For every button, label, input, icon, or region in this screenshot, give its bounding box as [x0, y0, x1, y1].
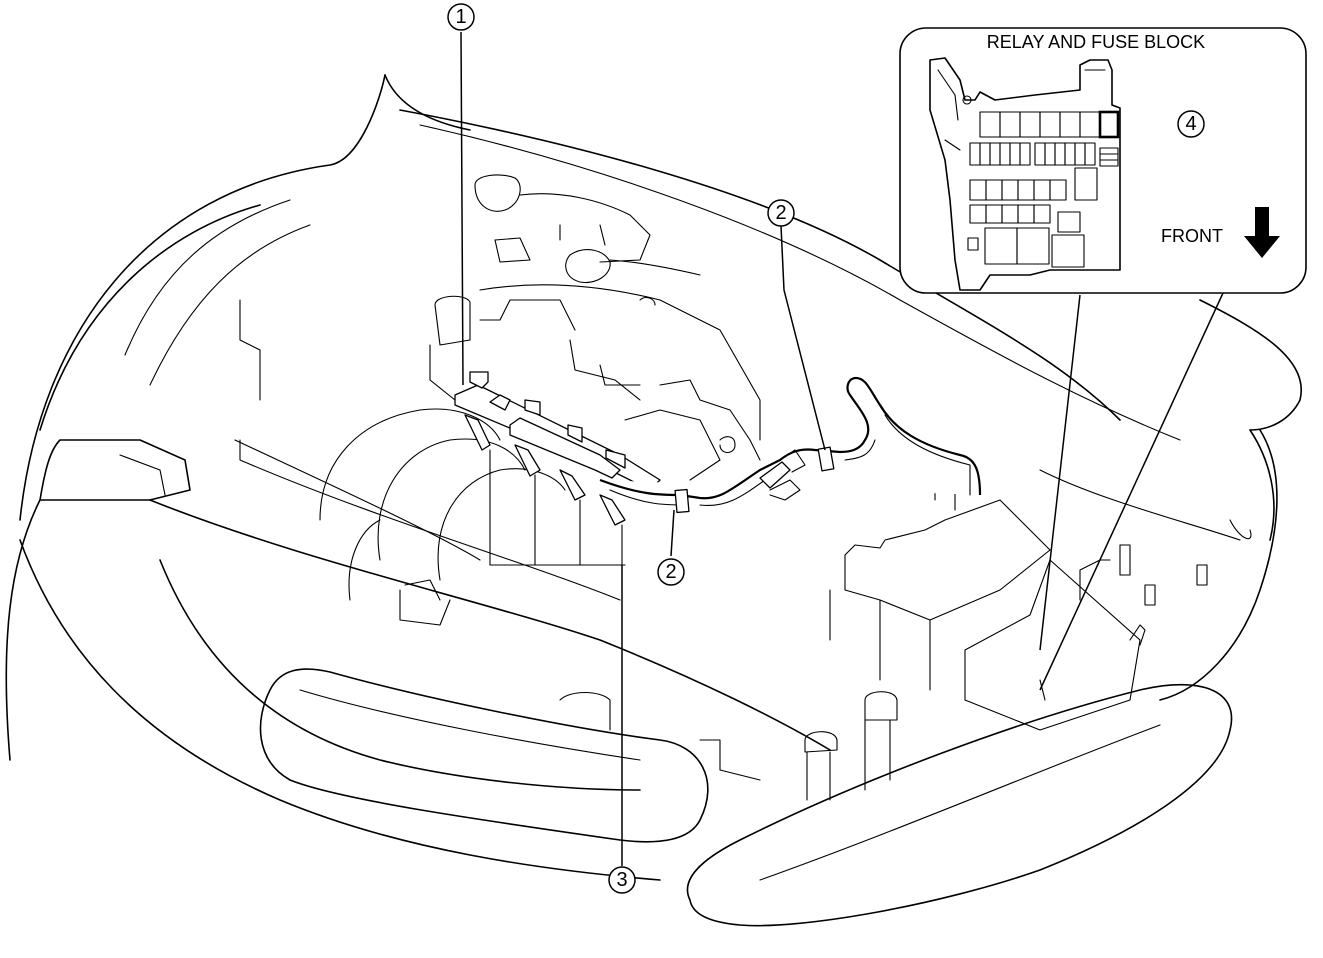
callout-4-label: 4: [1185, 113, 1196, 135]
front-label: FRONT: [1161, 226, 1223, 246]
leader-lines: [460, 31, 1224, 866]
callout-2a: 2: [767, 199, 795, 227]
callout-2a-label: 2: [775, 202, 786, 224]
callout-1: 1: [447, 3, 475, 31]
fuse-grid: [967, 110, 1120, 268]
engine-block: [239, 174, 761, 781]
vehicle-body: [5, 74, 1303, 927]
relay-fuse-block-inset: RELAY AND FUSE BLOCK: [899, 27, 1307, 294]
callout-3: 3: [608, 866, 636, 894]
battery-and-relay-box: [804, 481, 1208, 801]
callout-2b: 2: [657, 558, 685, 586]
highlighted-fuse: [1098, 110, 1120, 139]
fuel-hose: [599, 376, 982, 514]
arrow-down-icon: [1244, 207, 1280, 258]
callout-2b-label: 2: [665, 561, 676, 583]
callout-3-label: 3: [616, 869, 627, 891]
fuel-rail-and-injectors: [454, 371, 661, 566]
inset-title: RELAY AND FUSE BLOCK: [987, 32, 1205, 52]
callout-1-label: 1: [455, 6, 466, 28]
callout-4: 4: [1177, 110, 1205, 138]
